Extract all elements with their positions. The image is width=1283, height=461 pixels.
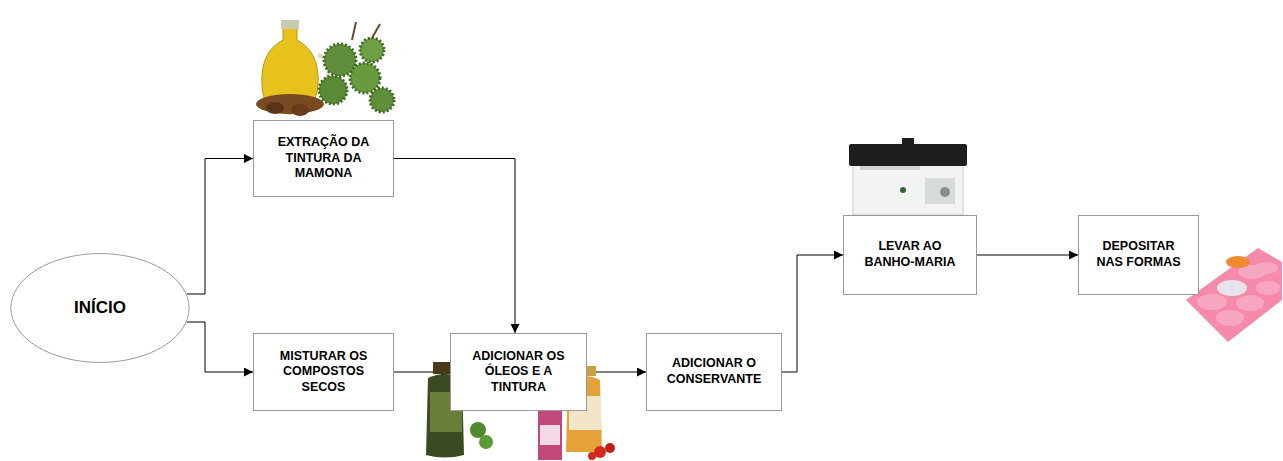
process-box: EXTRAÇÃO DA TINTURA DA MAMONA (253, 120, 394, 197)
start-ellipse: INÍCIO (10, 253, 190, 363)
flow-arrow (977, 255, 1078, 256)
process-box: ADICIONAR O CONSERVANTE (646, 333, 782, 411)
castor-oil-illustration (256, 20, 394, 116)
flow-arrow (187, 159, 253, 295)
process-box: ADICIONAR OS ÓLEOS E A TINTURA (450, 333, 587, 411)
soap-mold-illustration (1186, 248, 1282, 342)
node-label: INÍCIO (74, 297, 126, 318)
node-label: LEVAR AO BANHO-MARIA (860, 239, 960, 270)
node-label: ADICIONAR OS ÓLEOS E A TINTURA (467, 349, 570, 396)
process-box: MISTURAR OS COMPOSTOS SECOS (253, 333, 394, 411)
node-label: ADICIONAR O CONSERVANTE (663, 356, 765, 387)
flow-arrow (782, 255, 843, 372)
node-label: EXTRAÇÃO DA TINTURA DA MAMONA (270, 135, 377, 182)
water-bath-illustration (849, 138, 967, 215)
flow-arrow (394, 159, 515, 334)
node-label: DEPOSITAR NAS FORMAS (1095, 239, 1182, 270)
process-box: LEVAR AO BANHO-MARIA (843, 215, 977, 295)
node-label: MISTURAR OS COMPOSTOS SECOS (270, 349, 377, 396)
flow-arrow (187, 322, 253, 372)
process-box: DEPOSITAR NAS FORMAS (1078, 215, 1199, 295)
